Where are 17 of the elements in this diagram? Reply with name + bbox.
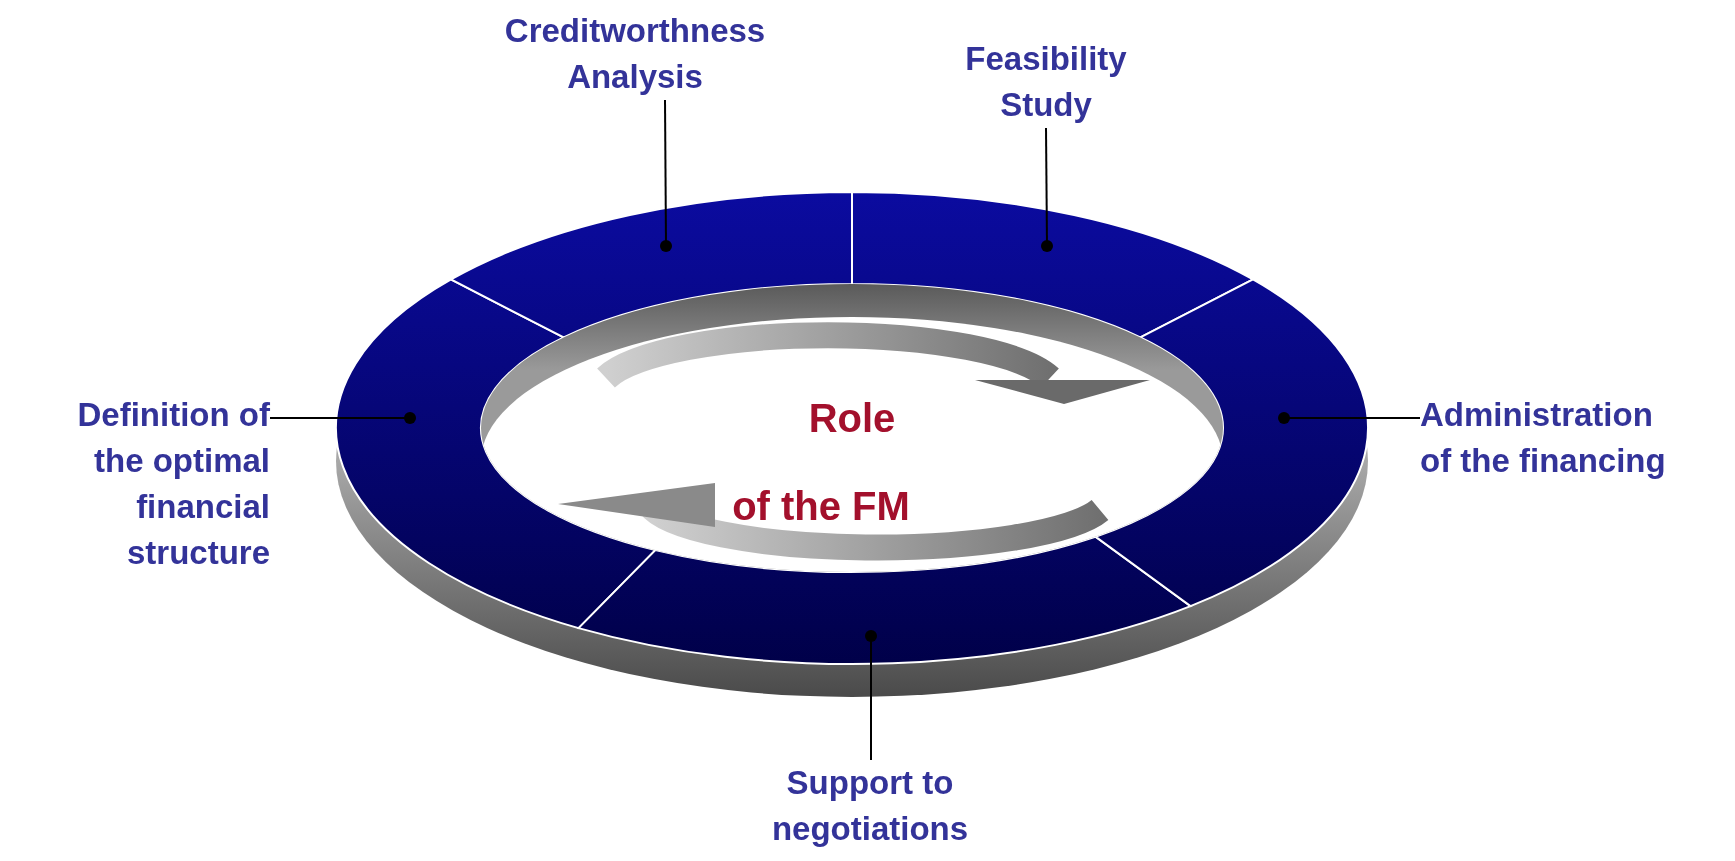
leader-line	[1041, 127, 1053, 252]
center-title: Role	[808, 395, 896, 441]
leader-line	[865, 630, 877, 761]
ring-segment	[335, 278, 657, 630]
ring-segment	[1094, 278, 1369, 608]
segment-label: Creditworthness Analysis	[503, 11, 767, 97]
segment-label: Feasibility Study	[964, 39, 1128, 125]
ring-segment	[577, 535, 1192, 665]
leader-line	[660, 99, 672, 252]
segment-label: Administration of the financing	[1420, 395, 1667, 481]
leader-line	[1278, 412, 1421, 424]
segment-label: Definition of the optimal financial structure	[76, 395, 270, 573]
ring-segment	[450, 191, 853, 339]
segment-label: Support to negotiations	[770, 763, 970, 849]
leader-line	[269, 412, 416, 424]
ring-segment	[851, 191, 1254, 339]
center-title: of the FM	[732, 483, 910, 529]
